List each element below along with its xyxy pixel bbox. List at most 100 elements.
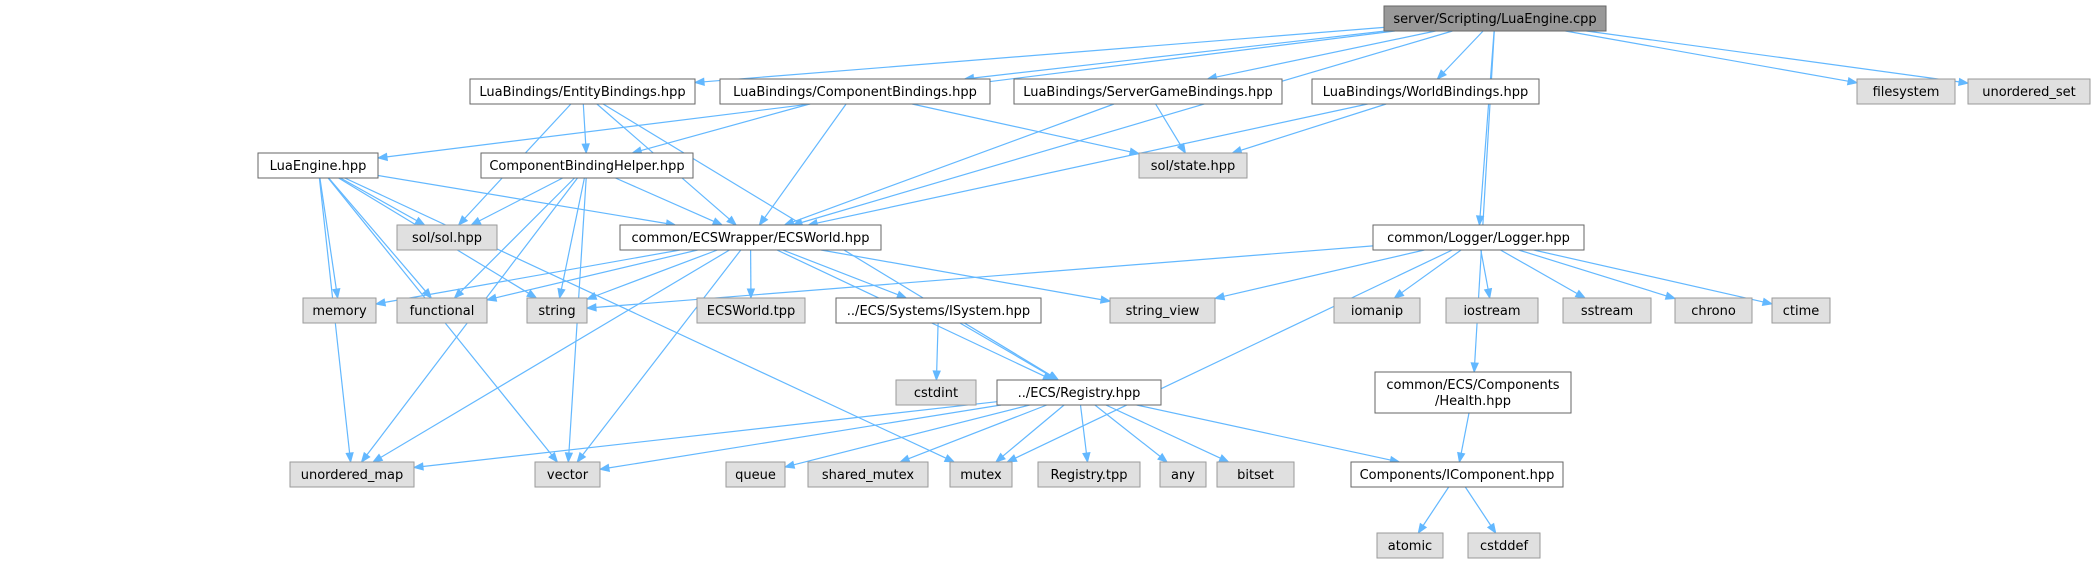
edge-line (608, 404, 1002, 469)
node-registry-tpp: Registry.tpp (1037, 461, 1141, 488)
node-label: filesystem (1873, 85, 1940, 100)
edge-arrowhead (376, 152, 388, 162)
node-label: LuaBindings/WorldBindings.hpp (1323, 85, 1529, 100)
edge-line (703, 26, 1385, 83)
edge-arrowhead (1047, 371, 1059, 381)
edge-line (640, 103, 810, 152)
edges-layer (318, 26, 1970, 535)
edge-arrowhead (746, 288, 756, 300)
edge-line (319, 177, 337, 290)
node-box[interactable] (1013, 78, 1283, 105)
node-icomponent[interactable]: Components/IComponent.hpp (1350, 461, 1564, 488)
node-health[interactable]: common/ECS/Components/Health.hpp (1374, 371, 1572, 414)
edge-arrowhead (1457, 451, 1466, 464)
edge-ecsworld-to-vector (576, 249, 742, 464)
node-filesystem: filesystem (1856, 78, 1956, 105)
edge-line (820, 249, 1102, 301)
edge-line (1105, 404, 1221, 459)
node-label: LuaBindings/EntityBindings.hpp (479, 85, 685, 100)
edge-arrowhead (421, 288, 433, 300)
node-label: iomanip (1351, 304, 1403, 319)
node-box[interactable] (1372, 224, 1585, 251)
edge-line (1223, 249, 1425, 297)
node-label: ComponentBindingHelper.hpp (489, 159, 684, 174)
node-box[interactable] (480, 152, 694, 179)
node-label: chrono (1691, 304, 1736, 319)
edge-arrowhead (726, 215, 738, 226)
edge-line (936, 322, 939, 372)
edge-arrowhead (457, 215, 469, 227)
node-label: iostream (1463, 304, 1520, 319)
edge-arrowhead (585, 291, 598, 300)
node-box (526, 297, 588, 324)
node-box[interactable] (1374, 371, 1572, 414)
node-box[interactable] (1350, 461, 1564, 488)
edge-arrowhead (1218, 454, 1230, 463)
edge-arrowhead (1957, 77, 1970, 87)
edge-line (908, 404, 1048, 460)
node-ecsworld[interactable]: common/ECSWrapper/ECSWorld.hpp (619, 224, 882, 251)
node-functional: functional (396, 297, 488, 324)
node-box (1037, 461, 1141, 488)
node-box[interactable] (469, 78, 696, 105)
edge-line (1480, 249, 1489, 290)
node-box[interactable] (996, 379, 1162, 406)
node-entity[interactable]: LuaBindings/EntityBindings.hpp (469, 78, 696, 105)
edge-line (377, 174, 667, 225)
edge-ecsworld-to-unordered_map (371, 249, 730, 463)
node-box[interactable] (835, 297, 1042, 324)
node-box (1674, 297, 1753, 324)
edge-arrowhead (1099, 295, 1112, 304)
edge-root-to-world (1436, 30, 1484, 81)
node-label: common/Logger/Logger.hpp (1387, 231, 1570, 246)
node-box (696, 297, 806, 324)
node-unordered-map: unordered_map (289, 461, 415, 488)
edge-arrowhead (1213, 292, 1226, 301)
edge-ecsworld-to-memory (374, 249, 681, 307)
edge-line (911, 103, 1131, 153)
node-label: /Health.hpp (1435, 394, 1511, 409)
edge-line (615, 177, 715, 222)
node-registry[interactable]: ../ECS/Registry.hpp (996, 379, 1162, 406)
edge-line (1094, 404, 1161, 457)
node-iomanip: iomanip (1333, 297, 1421, 324)
edge-line (1155, 103, 1182, 146)
node-label: Registry.tpp (1050, 468, 1127, 483)
edge-arrowhead (758, 214, 769, 227)
node-box[interactable] (1311, 78, 1540, 105)
edge-arrowhead (1157, 452, 1169, 463)
edge-line (582, 249, 742, 456)
edge-logger-to-mutex (1005, 249, 1453, 463)
node-servergame[interactable]: LuaBindings/ServerGameBindings.hpp (1013, 78, 1283, 105)
edge-line (340, 177, 417, 222)
edge-logger-to-ctime (1533, 249, 1774, 307)
node-ctime: ctime (1771, 297, 1831, 324)
node-component[interactable]: LuaBindings/ComponentBindings.hpp (719, 78, 991, 105)
edge-arrowhead (360, 451, 371, 464)
node-box[interactable] (619, 224, 882, 251)
node-isystem[interactable]: ../ECS/Systems/ISystem.hpp (835, 297, 1042, 324)
edge-line (1015, 249, 1453, 459)
node-world[interactable]: LuaBindings/WorldBindings.hpp (1311, 78, 1540, 105)
node-box (534, 461, 601, 488)
node-box (1967, 78, 2091, 105)
node-chrono: chrono (1674, 297, 1753, 324)
edge-arrowhead (1470, 362, 1479, 374)
edge-world-to-ecsworld (806, 103, 1368, 228)
edge-line (792, 103, 1115, 223)
edge-line (1460, 412, 1470, 454)
node-cbhelper[interactable]: ComponentBindingHelper.hpp (480, 152, 694, 179)
edge-root-to-ecsworld (791, 30, 1453, 227)
edge-line (1079, 404, 1087, 454)
node-string: string (526, 297, 588, 324)
edge-arrowhead (1475, 215, 1485, 227)
edge-icomponent-to-cstddef (1464, 486, 1497, 535)
node-box[interactable] (719, 78, 991, 105)
node-box (949, 461, 1013, 488)
edge-arrowhead (994, 452, 1006, 463)
node-luaengine[interactable]: LuaEngine.hpp (257, 152, 379, 179)
node-solstate: sol/state.hpp (1138, 152, 1248, 179)
node-label: ECSWorld.tpp (707, 304, 796, 319)
node-box[interactable] (257, 152, 379, 179)
node-logger[interactable]: common/Logger/Logger.hpp (1372, 224, 1585, 251)
